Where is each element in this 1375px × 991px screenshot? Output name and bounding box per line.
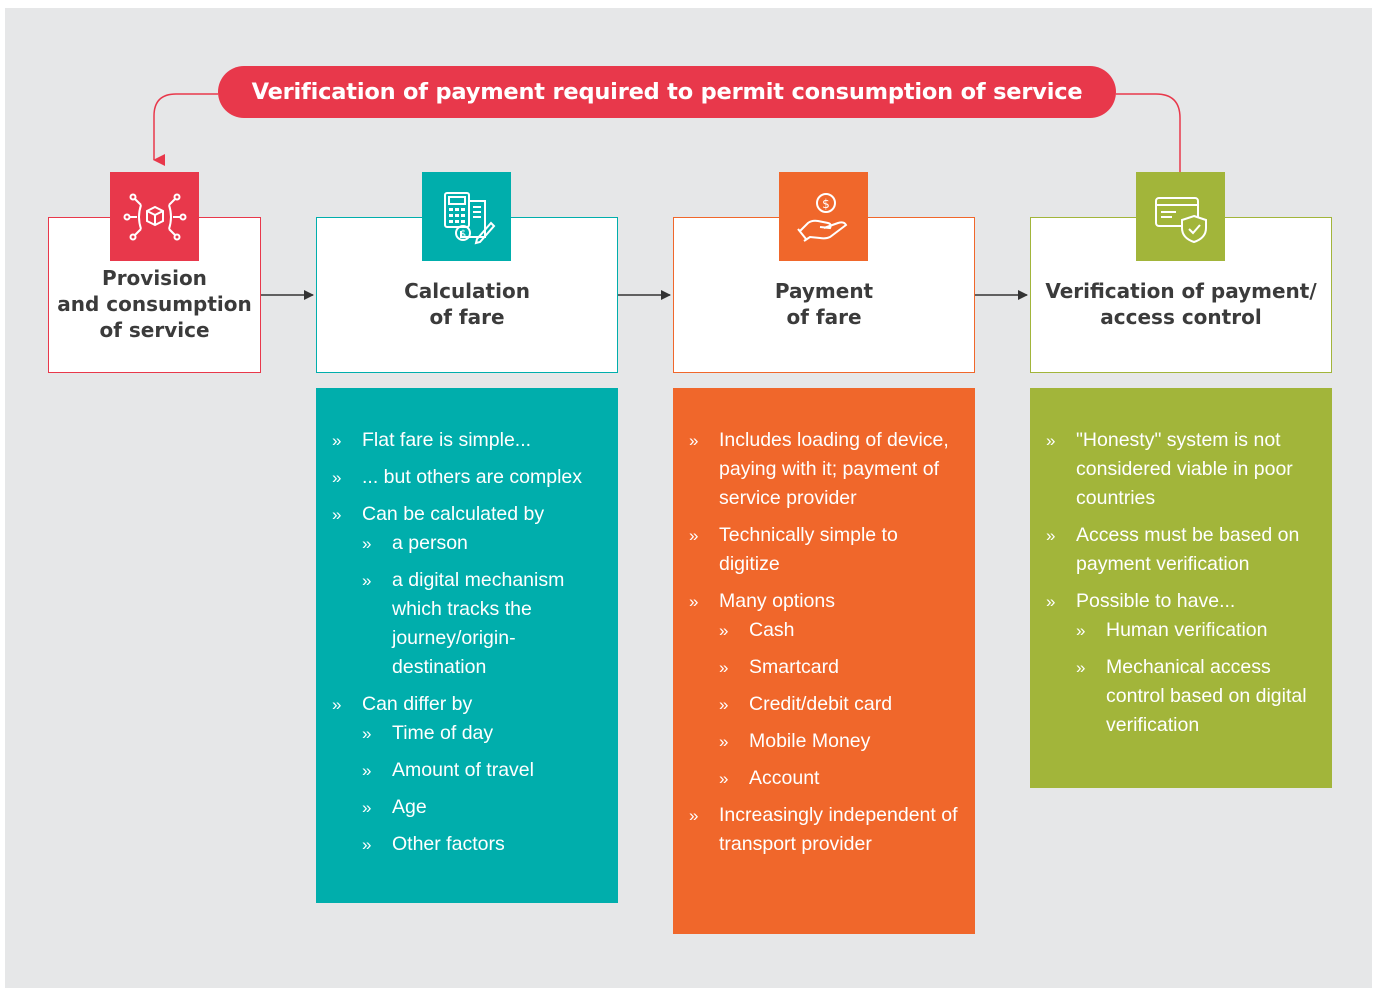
calculation-list: Flat fare is simple... ... but others are…	[332, 426, 604, 859]
stage-verification-label: Verification of payment/ access control	[1045, 279, 1317, 329]
calculator-invoice-icon: $	[443, 191, 495, 244]
bullet-item: "Honesty" system is not considered viabl…	[1046, 426, 1318, 513]
bullet-item: Access must be based on payment verifica…	[1046, 521, 1318, 579]
sub-bullet-item: Mobile Money	[719, 727, 961, 756]
bullet-text: Flat fare is simple...	[362, 429, 532, 451]
stage-provision-icon-box	[110, 172, 199, 261]
sub-bullet-item: Mechanical access control based on digit…	[1076, 653, 1318, 740]
sub-bullet-item: Age	[362, 793, 604, 822]
sub-bullet-list: Time of dayAmount of travelAgeOther fact…	[362, 719, 604, 859]
bullet-text: Includes loading of device, paying with …	[719, 429, 949, 509]
sub-bullet-item: a digital mechanism which tracks the jou…	[362, 566, 604, 682]
bullet-item: Many optionsCashSmartcardCredit/debit ca…	[689, 587, 961, 793]
bullet-text: ... but others are complex	[362, 466, 583, 488]
payment-list: Includes loading of device, paying with …	[689, 426, 961, 859]
sub-bullet-item: Credit/debit card	[719, 690, 961, 719]
bullet-text: Access must be based on payment verifica…	[1076, 524, 1300, 575]
sub-bullet-item: Human verification	[1076, 616, 1318, 645]
sub-bullet-list: CashSmartcardCredit/debit cardMobile Mon…	[719, 616, 961, 793]
stage-verification-icon-box	[1136, 172, 1225, 261]
sub-bullet-item: Cash	[719, 616, 961, 645]
sub-bullet-item: a person	[362, 529, 604, 558]
sub-bullet-item: Smartcard	[719, 653, 961, 682]
sub-bullet-item: Time of day	[362, 719, 604, 748]
bullet-text: "Honesty" system is not considered viabl…	[1076, 429, 1293, 509]
bullet-text: Increasingly independent of transport pr…	[719, 804, 958, 855]
svg-text:$: $	[459, 229, 465, 240]
bullet-item: Can differ by Time of dayAmount of travel…	[332, 690, 604, 859]
stage-payment-icon-box: $	[779, 172, 868, 261]
bullet-item: Possible to have... Human verificationMec…	[1046, 587, 1318, 740]
bullet-text: Many options	[719, 590, 835, 612]
panel-payment: Includes loading of device, paying with …	[673, 388, 975, 934]
feedback-line-right	[1116, 93, 1181, 172]
bullet-item: Can be calculated by a person a digital me…	[332, 500, 604, 682]
sub-bullet-list: Human verificationMechanical access cont…	[1076, 616, 1318, 740]
bullet-item: Technically simple to digitize	[689, 521, 961, 579]
feedback-line-left	[153, 93, 218, 166]
bullet-text: Possible to have...	[1076, 590, 1236, 612]
verification-banner: Verification of payment required to perm…	[218, 66, 1116, 118]
bullet-item: Increasingly independent of transport pr…	[689, 801, 961, 859]
panel-verification: "Honesty" system is not considered viabl…	[1030, 388, 1332, 788]
sub-bullet-list: a person a digital mechanism which tracks…	[362, 529, 604, 682]
stage-calculation-label: Calculation of fare	[404, 279, 530, 329]
stage-calculation-icon-box: $	[422, 172, 511, 261]
bullet-item: ... but others are complex	[332, 463, 604, 492]
sub-bullet-item: Amount of travel	[362, 756, 604, 785]
stage-calculation: Calculation of fare	[316, 217, 618, 373]
stage-payment-label: Payment of fare	[774, 279, 874, 329]
verification-list: "Honesty" system is not considered viabl…	[1046, 426, 1318, 740]
card-shield-icon	[1154, 196, 1207, 243]
hand-coin-icon: $	[796, 192, 847, 242]
service-hub-icon	[123, 193, 186, 240]
bullet-text: Can differ by	[362, 693, 473, 715]
bullet-item: Includes loading of device, paying with …	[689, 426, 961, 513]
panel-calculation: Flat fare is simple... ... but others are…	[316, 388, 618, 903]
stage-provision-label: Provision and consumption of service	[57, 266, 252, 342]
sub-bullet-item: Account	[719, 764, 961, 793]
bullet-text: Can be calculated by	[362, 503, 545, 525]
svg-text:$: $	[822, 197, 830, 211]
bullet-text: Technically simple to digitize	[719, 524, 898, 575]
bullet-item: Flat fare is simple...	[332, 426, 604, 455]
sub-bullet-item: Other factors	[362, 830, 604, 859]
